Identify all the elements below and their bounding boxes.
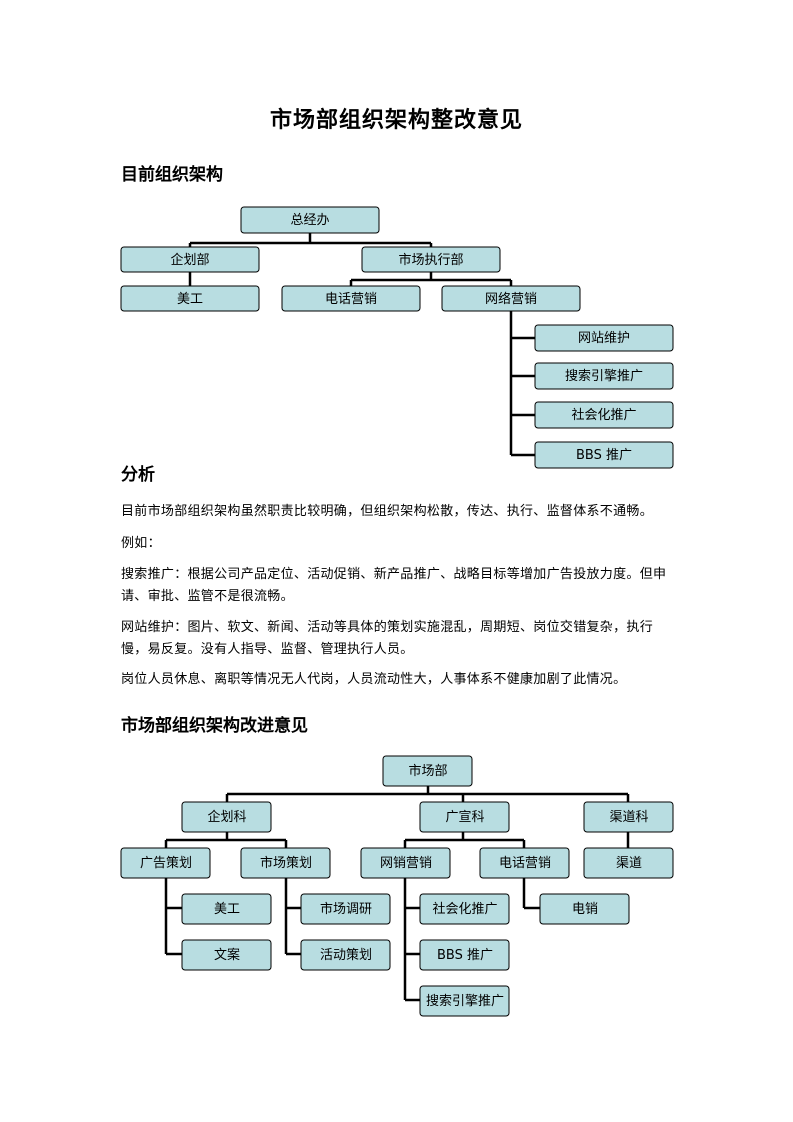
node-market-exec-dept: 市场执行部 — [361, 246, 501, 273]
svg-text:市场调研: 市场调研 — [320, 901, 372, 917]
svg-text:企划部: 企划部 — [170, 252, 209, 268]
node-web-marketing: 网络营销 — [441, 285, 581, 312]
node-channel-section: 渠道科 — [583, 801, 674, 833]
node-market-planning: 市场策划 — [240, 847, 331, 879]
node-bbs-promotion-improved: BBS 推广 — [419, 939, 510, 971]
section-heading-improve: 市场部组织架构改进意见 — [121, 716, 308, 736]
svg-text:市场执行部: 市场执行部 — [398, 252, 463, 268]
svg-text:广告策划: 广告策划 — [140, 855, 192, 871]
node-phone-marketing: 电话营销 — [281, 285, 421, 312]
node-market-research: 市场调研 — [300, 893, 391, 925]
analysis-paragraph-1: 目前市场部组织架构虽然职责比较明确，但组织架构松散，传达、执行、监督体系不通畅。 — [121, 504, 654, 519]
svg-text:社会化推广: 社会化推广 — [432, 901, 497, 917]
svg-text:总经办: 总经办 — [290, 213, 329, 228]
node-art-design-improved: 美工 — [181, 893, 272, 925]
svg-text:美工: 美工 — [177, 292, 203, 307]
node-market-dept: 市场部 — [382, 755, 473, 787]
node-copywriting: 文案 — [181, 939, 272, 971]
node-search-promotion: 搜索引擎推广 — [534, 362, 674, 390]
node-planning-dept: 企划部 — [120, 246, 260, 273]
svg-text:广宣科: 广宣科 — [445, 809, 484, 825]
node-social-promotion-improved: 社会化推广 — [419, 893, 510, 925]
node-web-sales: 网销营销 — [360, 847, 451, 879]
node-general-office: 总经办 — [240, 206, 380, 234]
document-title: 市场部组织架构整改意见 — [269, 107, 523, 133]
connectors-current — [188, 233, 535, 457]
node-search-promotion-improved: 搜索引擎推广 — [419, 985, 510, 1017]
svg-text:搜索引擎推广: 搜索引擎推广 — [565, 369, 643, 384]
svg-text:活动策划: 活动策划 — [320, 947, 372, 963]
node-site-maintenance: 网站维护 — [534, 324, 674, 352]
svg-text:市场策划: 市场策划 — [260, 855, 312, 871]
analysis-paragraph-5: 岗位人员休息、离职等情况无人代岗，人员流动性大，人事体系不健康加剧了此情况。 — [121, 672, 627, 687]
node-planning-section: 企划科 — [181, 801, 272, 833]
svg-text:渠道: 渠道 — [616, 856, 642, 871]
node-ad-section: 广宣科 — [419, 801, 510, 833]
analysis-paragraph-2: 例如： — [121, 536, 161, 551]
section-heading-analysis: 分析 — [121, 465, 155, 485]
node-art-design: 美工 — [120, 285, 260, 312]
svg-text:企划科: 企划科 — [207, 809, 246, 825]
node-telesales: 电销 — [539, 893, 630, 925]
analysis-paragraph-3: 搜索推广：根据公司产品定位、活动促销、新产品推广、战略目标等增加广告投放力度。但… — [121, 567, 667, 604]
node-ad-planning: 广告策划 — [120, 847, 211, 879]
node-channel: 渠道 — [583, 847, 674, 879]
connectors-improved — [164, 786, 630, 1002]
svg-text:网络营销: 网络营销 — [485, 291, 537, 307]
node-social-promotion: 社会化推广 — [534, 401, 674, 429]
svg-text:网站维护: 网站维护 — [578, 331, 630, 346]
node-bbs-promotion: BBS 推广 — [534, 441, 674, 469]
section-heading-current: 目前组织架构 — [121, 165, 223, 185]
svg-text:社会化推广: 社会化推广 — [571, 407, 636, 423]
svg-text:网销营销: 网销营销 — [380, 856, 432, 871]
analysis-paragraph-4: 网站维护：图片、软文、新闻、活动等具体的策划实施混乱，周期短、岗位交错复杂，执行… — [121, 620, 654, 657]
svg-text:电话营销: 电话营销 — [325, 292, 377, 307]
node-event-planning: 活动策划 — [300, 939, 391, 971]
node-phone-sales: 电话营销 — [479, 847, 570, 879]
svg-text:搜索引擎推广: 搜索引擎推广 — [426, 994, 504, 1009]
svg-text:渠道科: 渠道科 — [609, 810, 648, 825]
svg-text:电销: 电销 — [572, 902, 598, 917]
svg-text:电话营销: 电话营销 — [499, 856, 551, 871]
svg-text:市场部: 市场部 — [408, 763, 447, 779]
svg-text:BBS 推广: BBS 推广 — [437, 948, 493, 963]
svg-text:BBS 推广: BBS 推广 — [576, 448, 632, 463]
svg-text:文案: 文案 — [214, 948, 240, 963]
svg-text:美工: 美工 — [214, 902, 240, 917]
